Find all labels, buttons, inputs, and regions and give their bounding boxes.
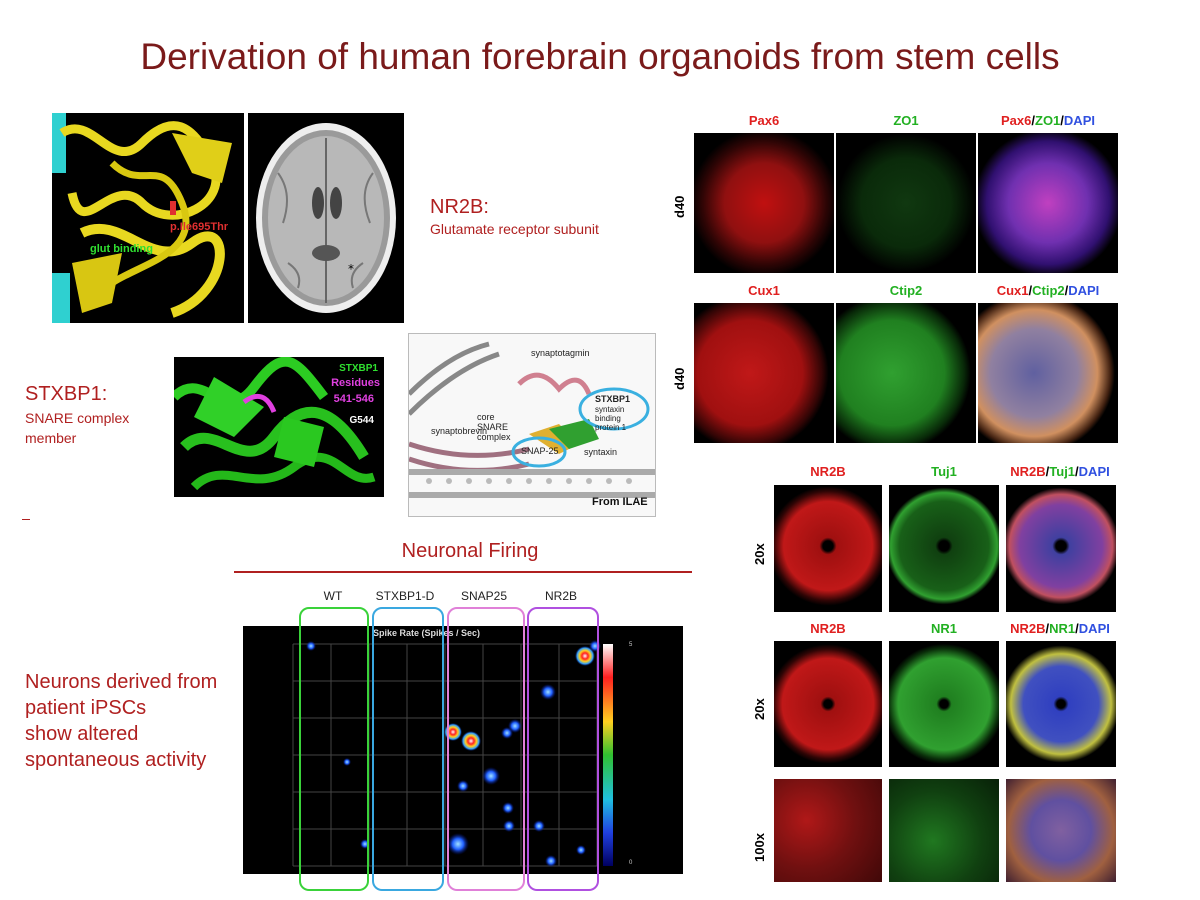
nr2b-protein-structure-image: p.Ile695Thr glut binding [52,113,244,323]
stxbp1-heading: STXBP1: [25,383,108,405]
row1-side-label: d40 [672,195,687,218]
nr2b-label-row3: NR2B [810,464,846,479]
cux1-label: Cux1 [748,283,780,298]
nr2b-heading: NR2B: [430,196,489,218]
row5-side-label: 100x [752,833,767,862]
nr2b-image-100x [774,779,882,882]
nr1-label: NR1 [930,621,957,636]
neurons-text: Neurons derived from patient iPSCs show … [25,669,217,773]
stxbp1-callout-label: STXBP1 [595,394,631,404]
glut-binding-label: glut binding [90,243,153,255]
group-label-nr2b: NR2B [544,589,577,603]
neurons-text-line-2: patient iPSCs [25,697,147,719]
tuj1-image [889,485,999,612]
cux1-merge-image [978,303,1118,443]
protein-ribbon-graphic [52,113,232,323]
scale-min: 0 [629,860,633,866]
firing-divider [234,571,692,573]
pax6-merge-label: Pax6/ZO1/DAPI [1001,113,1095,128]
stxbp1-protein-structure-image: STXBP1 Residues 541-546 G544 [174,357,384,497]
row4-side-label: 20x [752,698,767,720]
green-ribbon-graphic [174,357,376,491]
synaptotagmin-label: synaptotagmin [531,348,590,358]
g544-label: G544 [349,415,374,426]
svg-text:*: * [348,262,354,276]
cux1-image [694,303,834,443]
residues-label-2: 541-546 [333,393,374,405]
residues-label-1: Residues [331,377,380,389]
nr2b-tuj1-merge-image [1006,485,1116,612]
nr1-image-100x [889,779,999,882]
brain-mri-graphic: * [256,123,396,313]
row3-side-label: 20x [752,543,767,565]
core-snare-label: core SNARE complex [477,412,511,442]
spike-rate-heatmap: Spike Rate (Spikes / Sec) 5 0 [243,626,683,874]
zo1-label: ZO1 [893,113,919,128]
syntaxin-label: syntaxin [584,447,618,457]
neurons-text-line-1: Neurons derived from [25,671,218,693]
pax6-label: Pax6 [748,113,780,128]
stxbp1-structure-name: STXBP1 [339,363,378,374]
nr1-image [889,641,999,767]
zo1-image [836,133,976,273]
group-label-wt: WT [323,589,343,603]
row2-side-label: d40 [672,367,687,390]
ilae-credit: From ILAE [592,496,648,508]
scale-max: 5 [629,642,633,648]
snap25-label: SNAP-25 [521,446,559,456]
pax6-image [694,133,834,273]
merge-image-100x [1006,779,1116,882]
stxbp1-group-outline [372,607,444,891]
nr2b-group-outline [527,607,599,891]
stxbp1-subtitle-1: SNARE complex [25,410,130,426]
group-label-stxbp1: STXBP1-D [375,589,435,603]
cux1-merge-label: Cux1/Ctip2/DAPI [996,283,1100,298]
ctip2-image [836,303,976,443]
stxbp1-callout-sub: syntaxin binding protein 1 [595,405,627,432]
snap25-group-outline [447,607,525,891]
pax6-merge-image [978,133,1118,273]
nr2b-image-row3 [774,485,882,612]
neurons-text-line-3: show altered [25,723,139,745]
nr2b-image-row4 [774,641,882,767]
heatmap-title: Spike Rate (Spikes / Sec) [373,628,481,638]
slide-title: Derivation of human forebrain organoids … [140,36,1060,77]
nr2b-nr1-merge-label: NR2B/NR1/DAPI [1010,621,1110,636]
stxbp1-subtitle-2: member [25,430,77,446]
wt-group-outline [299,607,369,891]
snare-complex-diagram: synaptotagmin core SNARE complex synapto… [407,333,656,517]
nr2b-label-row4: NR2B [810,621,846,636]
brain-mri-image: * [248,113,404,323]
ctip2-label: Ctip2 [889,283,923,298]
group-label-snap25: SNAP25 [460,589,508,603]
nr2b-tuj1-merge-label: NR2B/Tuj1/DAPI [1010,464,1110,479]
synaptobrevin-label: synaptobrevin [431,426,488,436]
snare-diagram-graphic [407,341,655,498]
slide-marker [22,519,30,520]
nr2b-subtitle: Glutamate receptor subunit [430,221,599,237]
nr2b-nr1-merge-image [1006,641,1116,767]
heatmap-grid-graphic [292,640,613,867]
mutation-label: p.Ile695Thr [170,221,229,233]
neurons-text-line-4: spontaneous activity [25,749,207,771]
tuj1-label: Tuj1 [931,464,957,479]
firing-heading: Neuronal Firing [401,540,539,562]
